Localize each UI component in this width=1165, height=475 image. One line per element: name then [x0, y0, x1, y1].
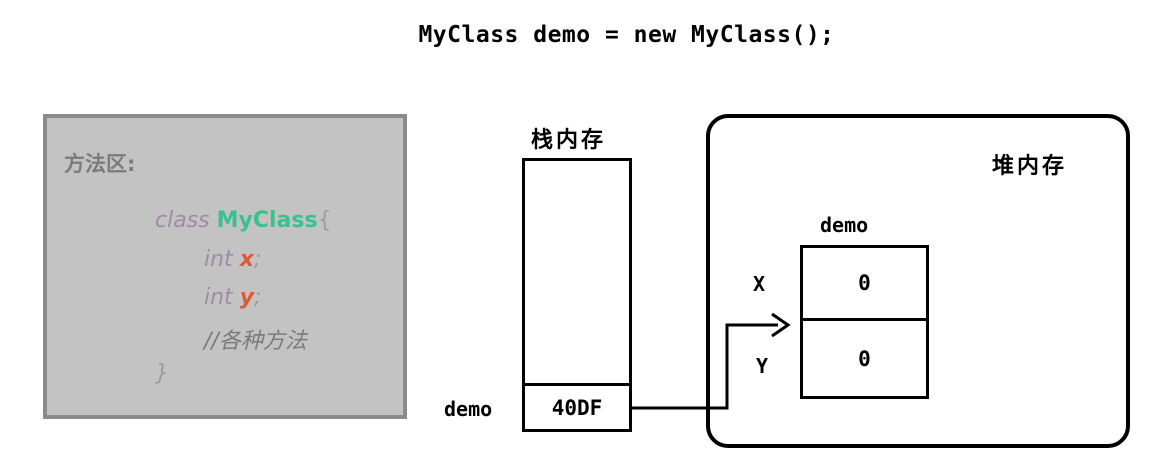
stack-cell-address: 40DF — [525, 383, 629, 429]
keyword-int-x: int — [204, 247, 233, 272]
code-line-field-x: int x; — [204, 247, 261, 272]
field-value-y: 0 — [803, 318, 926, 396]
class-name: MyClass — [216, 208, 318, 233]
field-name-x: x — [239, 247, 254, 272]
statement-title: MyClass demo = new MyClass(); — [418, 22, 835, 48]
heap-object-name: demo — [820, 213, 869, 237]
heap-label: 堆内存 — [992, 153, 1068, 179]
method-area-title: 方法区: — [64, 152, 136, 176]
close-brace: } — [155, 361, 169, 386]
open-brace: { — [317, 208, 332, 233]
field-name-y: y — [239, 285, 255, 310]
heap-object: 0 0 — [800, 245, 929, 399]
stack-label: 栈内存 — [531, 127, 607, 153]
reference-arrow-head — [771, 312, 791, 338]
code-line-class: class MyClass{ — [155, 208, 332, 233]
keyword-class: class — [155, 208, 210, 233]
keyword-int-y: int — [204, 285, 233, 310]
semicolon-x: ; — [253, 247, 262, 272]
field-value-x: 0 — [858, 271, 871, 295]
stack-variable-name: demo — [444, 397, 493, 421]
stack-memory: 40DF — [522, 158, 632, 432]
field-label-y: Y — [756, 354, 769, 378]
code-line-field-y: int y; — [204, 285, 261, 310]
field-label-x: X — [753, 272, 766, 296]
semicolon-y: ; — [254, 285, 262, 310]
code-comment: //各种方法 — [204, 329, 307, 354]
reference-arrow-line — [632, 323, 778, 410]
method-area: 方法区: class MyClass{ int x; int y; //各种方法… — [43, 114, 407, 419]
